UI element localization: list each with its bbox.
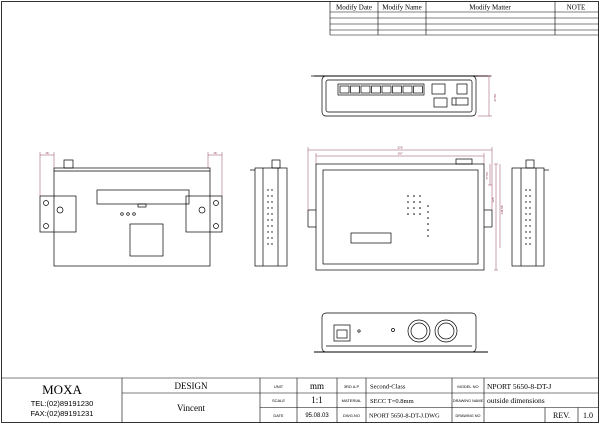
dwgno-value: NPORT 5650-8-DT-J.DWG: [369, 413, 440, 420]
date-label: DATE: [273, 413, 284, 418]
top-view: [307, 158, 493, 271]
rev-header-note: NOTE: [567, 4, 586, 12]
designer-name: Vincent: [177, 403, 205, 413]
rev-value: 1.0: [583, 411, 593, 420]
top-width-label: 229: [397, 146, 402, 150]
design-label: DESIGN: [175, 381, 208, 391]
top-right-b-label: 125: [491, 197, 495, 202]
date-value: 95.08.03: [305, 413, 329, 419]
bottom-view-left: [39, 159, 223, 267]
projection-label: 3RD A.P: [344, 384, 360, 389]
scale-value: 1:1: [311, 395, 323, 405]
rear-view: [314, 312, 488, 353]
material-label: MATERIAL: [342, 398, 362, 403]
side-view-left-dots: [267, 189, 273, 245]
model-value: NPORT 5650-8-DT-J: [487, 382, 551, 391]
rev-header-modify-matter: Modify Matter: [469, 4, 511, 12]
drawing-name-value: outside dimensions: [487, 396, 545, 405]
company-name: MOXA: [42, 382, 82, 397]
title-block-grid: [1, 377, 598, 423]
dwgno-label: DWG.NO: [343, 413, 360, 418]
rev-header-modify-name: Modify Name: [382, 4, 421, 12]
side-view-left: [250, 159, 288, 267]
top-view-dimensions: [307, 147, 501, 271]
revision-table: [329, 1, 598, 36]
front-height-dimension: [478, 75, 492, 117]
company-fax: FAX:(02)89191231: [31, 409, 94, 418]
top-right-a-label: 77.56: [485, 172, 489, 180]
top-inner-label: 197: [397, 152, 402, 156]
left-bracket-dimensions: [39, 152, 223, 196]
right-bracket-label: 16: [213, 151, 217, 155]
material-value: SECC T=0.8mm: [370, 398, 414, 405]
rev-label: REV.: [553, 411, 570, 420]
front-view: [311, 75, 491, 117]
projection-value: Second-Class: [370, 384, 406, 391]
top-view-led-dots: [407, 195, 429, 237]
drawing-name-label: DRAWING NAME: [453, 399, 484, 403]
top-right-c-label: 145.58: [500, 205, 504, 215]
model-label: MODEL NO: [457, 384, 478, 389]
company-tel: TEL:(02)89191230: [31, 399, 94, 408]
side-view-right: [511, 159, 549, 267]
unit-value: mm: [310, 381, 324, 391]
side-view-right-dots: [525, 189, 531, 245]
left-bracket-label: 16: [45, 151, 49, 155]
rj45-ports: [339, 85, 423, 94]
front-height-label: 37.80: [493, 94, 497, 102]
scale-label: SCALE: [272, 398, 285, 403]
unit-label: UNIT: [274, 384, 284, 389]
rev-header-modify-date: Modify Date: [336, 4, 372, 12]
drawing-no-label: DRAWING NO: [456, 414, 481, 418]
